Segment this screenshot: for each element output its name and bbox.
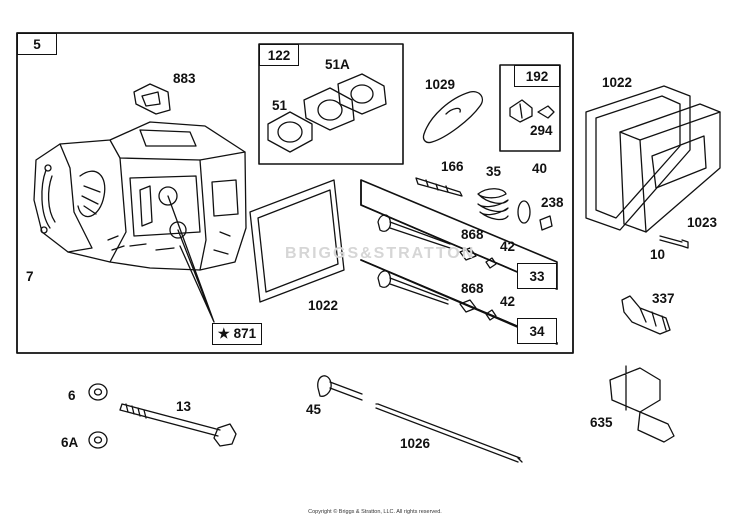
- callout-883: 883: [173, 71, 196, 86]
- spring-35-drawing: [477, 188, 509, 221]
- callout-1022-head: 1022: [308, 298, 339, 313]
- callout-1029: 1029: [425, 77, 456, 92]
- washer-6-drawing: [88, 383, 108, 401]
- callout-40: 40: [532, 161, 548, 176]
- breather-192-drawing: [509, 99, 533, 123]
- fitting-635-drawing: [609, 365, 675, 443]
- starred-stud-label: ★ 871: [212, 323, 262, 345]
- gasket-kit-label: 122: [259, 44, 299, 66]
- callout-42-exhaust: 42: [500, 294, 516, 309]
- callout-10: 10: [650, 247, 666, 262]
- gasket-883-drawing: [133, 83, 171, 115]
- tappet-45-drawing: [317, 375, 363, 401]
- callout-166: 166: [441, 159, 464, 174]
- spacer-1029-drawing: [422, 91, 484, 144]
- copyright-notice: Copyright © Briggs & Stratton, LLC. All …: [308, 509, 442, 515]
- intake-valve-drawing: [377, 214, 451, 249]
- stud-166-drawing: [415, 177, 463, 197]
- callout-294: 294: [530, 123, 553, 138]
- callout-1022-cover: 1022: [602, 75, 633, 90]
- stud-871-leaders: [167, 195, 215, 323]
- callout-51a: 51A: [325, 57, 350, 72]
- callout-6: 6: [68, 388, 76, 403]
- exhaust-valve-drawing: [377, 270, 449, 305]
- retainer-40-drawing: [517, 200, 531, 224]
- callout-7: 7: [26, 269, 34, 284]
- assembly-label: 5: [17, 33, 57, 55]
- callout-868-exhaust: 868: [461, 281, 484, 296]
- exhaust-valve-label: 34: [517, 318, 557, 344]
- callout-337: 337: [652, 291, 675, 306]
- screw-10-drawing: [659, 235, 689, 249]
- washer-6a-drawing: [88, 431, 108, 449]
- gasket-kit-frame: [258, 43, 404, 165]
- callout-42-intake: 42: [500, 239, 516, 254]
- push-rod-drawing: [375, 403, 523, 463]
- callout-51: 51: [272, 98, 288, 113]
- cover-gasket-drawing: [585, 85, 691, 231]
- assembly-frame: [16, 32, 574, 354]
- intake-valve-label: 33: [517, 263, 557, 289]
- cylinder-head-drawing: [33, 121, 247, 271]
- bolt-13-drawing: [119, 403, 221, 437]
- callout-13: 13: [176, 399, 192, 414]
- head-gasket-1022-drawing: [249, 179, 345, 303]
- callout-238: 238: [541, 195, 564, 210]
- watermark: BRIGGS&STRATTON: [285, 245, 476, 262]
- callout-35: 35: [486, 164, 502, 179]
- callout-45: 45: [306, 402, 322, 417]
- spark-plug-drawing: [621, 295, 671, 335]
- breather-kit-label: 192: [514, 65, 560, 87]
- seal-238-drawing: [539, 215, 553, 231]
- callout-635: 635: [590, 415, 613, 430]
- intake-gaskets-drawing: [267, 73, 387, 153]
- callout-1023: 1023: [687, 215, 718, 230]
- callout-6a: 6A: [61, 435, 79, 450]
- callout-868-intake: 868: [461, 227, 484, 242]
- valve-cover-drawing: [619, 103, 721, 233]
- callout-1026: 1026: [400, 436, 431, 451]
